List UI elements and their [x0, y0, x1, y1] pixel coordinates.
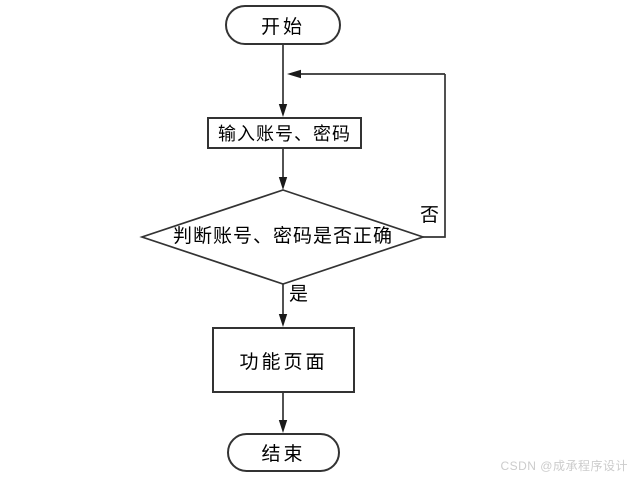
arrowhead-into-function	[278, 314, 288, 327]
edge-label-no: 否	[420, 205, 440, 226]
start-node-label: 开始	[260, 16, 305, 38]
start-node: 开始	[225, 5, 341, 45]
decision-node-label: 判断账号、密码是否正确	[172, 226, 393, 247]
watermark: CSDN @成承程序设计	[500, 459, 628, 473]
arrowhead-into-end	[278, 420, 288, 433]
arrowhead-into-input	[278, 104, 288, 117]
arrowhead-into-decision	[278, 177, 288, 190]
edge-label-yes: 是	[289, 284, 309, 305]
function-page-node: 功能页面	[212, 327, 355, 393]
input-credentials-label: 输入账号、密码	[218, 124, 351, 144]
end-node-label: 结束	[261, 444, 306, 465]
function-page-label: 功能页面	[239, 351, 328, 373]
arrowhead-merge-left	[287, 69, 301, 79]
input-credentials-node: 输入账号、密码	[207, 117, 362, 149]
end-node: 结束	[227, 433, 340, 472]
feedback-loop-line	[423, 74, 446, 238]
